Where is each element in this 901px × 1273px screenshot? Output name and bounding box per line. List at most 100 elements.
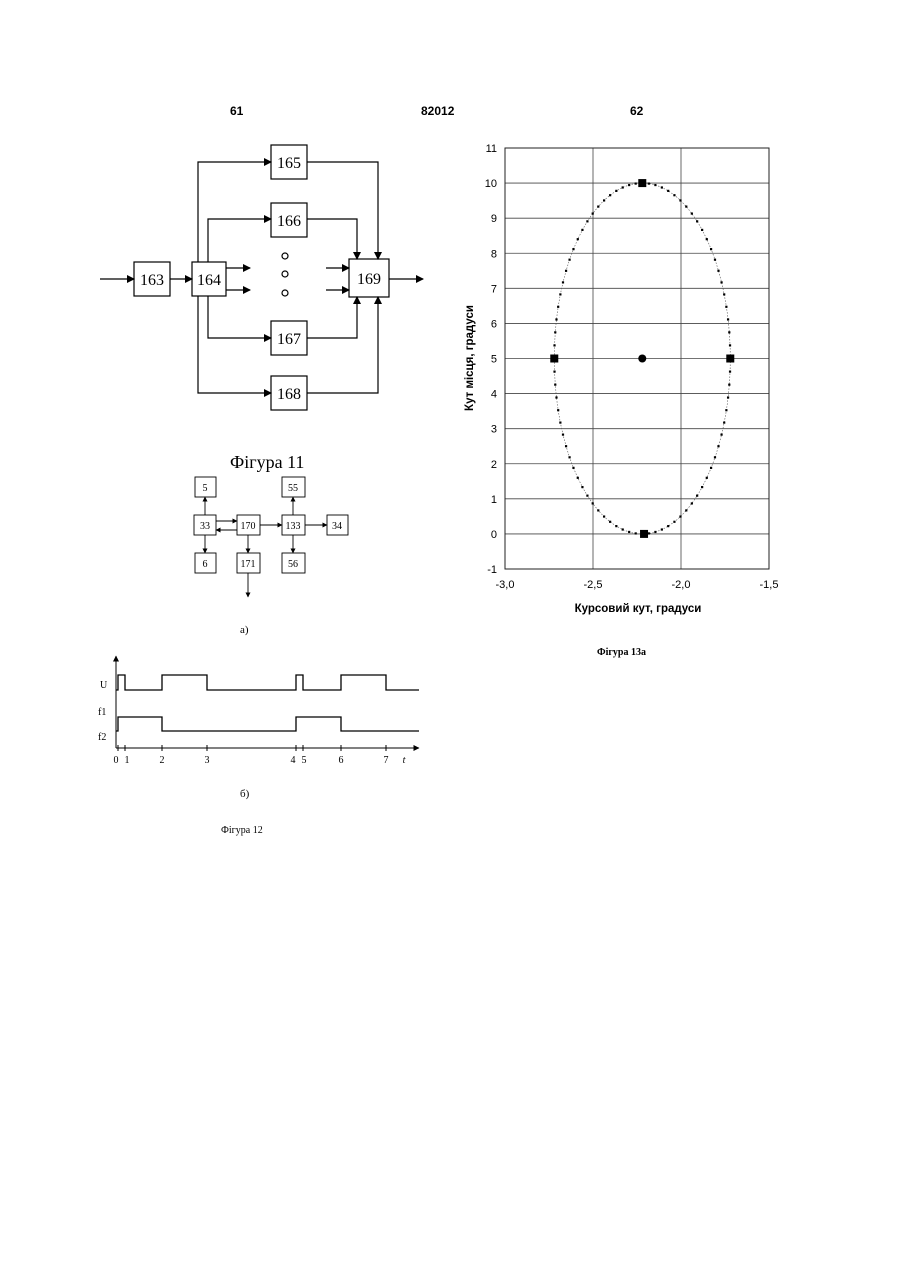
ellipse-point-23 [628,184,630,186]
ellipse-point-9 [710,248,712,250]
y-tick-label-1: 0 [491,529,497,541]
block-133-label: 133 [286,521,301,532]
ellipse-point-47 [559,421,561,423]
ellipse-point-66 [661,528,663,530]
ellipse-point-28 [597,205,599,207]
ellipse-point-11 [701,229,703,231]
time-tick-3: 3 [205,755,210,766]
block-56-label: 56 [288,559,298,570]
signal-label-f1: f1 [98,707,106,718]
ellipse-point-77 [717,445,719,447]
ellipse-point-70 [685,509,687,511]
figure-13a-chart: -101234567891011 -3,0-2,5-2,0-1,5 Кут мі… [460,135,790,625]
ellipse-point-73 [701,486,703,488]
ellipse-point-43 [553,371,555,373]
x-axis-label: Курсовий кут, градуси [575,603,702,615]
y-tick-label-11: 10 [485,178,497,190]
block-169-label: 169 [357,271,381,288]
ellipse-point-56 [597,509,599,511]
ellipse-point-37 [559,293,561,295]
block-170-label: 170 [241,521,256,532]
ellipse-point-68 [673,521,675,523]
ellipse-point-44 [554,384,556,386]
block-167-label: 167 [277,331,301,348]
ellipse-point-82 [728,384,730,386]
figure-11-diagram: 163 164 165 166 167 168 169 [90,135,430,425]
ellipse-point-13 [691,212,693,214]
patent-number: 82012 [421,104,454,118]
figure-12a-label: а) [240,624,249,636]
y-tick-label-2: 1 [491,494,497,506]
square-marker-1 [550,355,558,363]
ellipse-point-46 [557,409,559,411]
y-tick-label-3: 2 [491,459,497,471]
ellipse-point-22 [635,182,637,184]
block-163-label: 163 [140,272,164,289]
ellipse-point-62 [635,532,637,534]
x-tick-labels: -3,0-2,5-2,0-1,5 [496,579,779,591]
figure-12a-diagram: 5 33 6 170 171 55 133 56 34 [185,470,360,605]
square-marker-2 [726,355,734,363]
y-tick-label-5: 4 [491,389,497,401]
time-tick-6: 6 [339,755,344,766]
x-tick-label-3: -1,5 [760,579,779,591]
y-tick-label-4: 3 [491,424,497,436]
ellipse-point-26 [609,194,611,196]
time-tick-0: 0 [114,755,119,766]
ellipse-point-79 [723,421,725,423]
figure-12b-timing-diagram: U f1 f2 0 1 2 3 4 5 6 7 t [92,652,427,770]
y-tick-labels: -101234567891011 [485,143,497,576]
ellipse-point-40 [554,331,556,333]
block-6-label: 6 [203,559,208,570]
block-34-label: 34 [332,521,342,532]
ellipse-point-75 [710,467,712,469]
ellipse-point-55 [592,502,594,504]
signal-label-f2: f2 [98,732,106,743]
y-tick-label-10: 9 [491,213,497,225]
time-axis-label: t [403,755,406,766]
ellipse-point-80 [725,409,727,411]
ellipse-point-32 [577,238,579,240]
ellipse-point-57 [603,515,605,517]
time-tick-5: 5 [302,755,307,766]
ellipse-point-59 [615,525,617,527]
y-tick-label-8: 7 [491,283,497,295]
time-tick-7: 7 [384,755,389,766]
ellipse-point-78 [720,434,722,436]
x-tick-label-1: -2,5 [584,579,603,591]
ellipse-point-19 [654,184,656,186]
y-tick-label-7: 6 [491,318,497,330]
block-168-label: 168 [277,386,301,403]
signal-label-u: U [100,680,108,691]
ellipse-point-30 [586,220,588,222]
square-marker-3 [640,530,648,538]
y-tick-label-6: 5 [491,354,497,366]
ellipse-point-10 [706,238,708,240]
ellipse-point-54 [586,495,588,497]
ellipse-point-14 [685,205,687,207]
ellipse-point-60 [622,528,624,530]
square-marker-0 [638,179,646,187]
ellipse-point-45 [555,396,557,398]
block-55-label: 55 [288,483,298,494]
ellipse-point-64 [648,532,650,534]
ellipse-point-51 [572,467,574,469]
ellipse-point-69 [679,515,681,517]
ellipse-point-38 [557,306,559,308]
ellipse-point-5 [723,293,725,295]
ellipse-point-16 [673,194,675,196]
ellipse-point-8 [714,259,716,261]
ellipse-point-7 [717,270,719,272]
ellipse-point-81 [727,396,729,398]
ellipse-point-3 [727,318,729,320]
figure-12-caption: Фігура 12 [221,825,263,836]
ellipse-point-76 [714,456,716,458]
ellipse-point-27 [603,199,605,201]
block-166-label: 166 [277,213,301,230]
x-tick-label-2: -2,0 [672,579,691,591]
ellipse-point-74 [706,477,708,479]
right-page-number: 62 [630,104,643,118]
ellipse-point-33 [572,248,574,250]
ellipse-point-31 [581,229,583,231]
time-tick-2: 2 [160,755,165,766]
